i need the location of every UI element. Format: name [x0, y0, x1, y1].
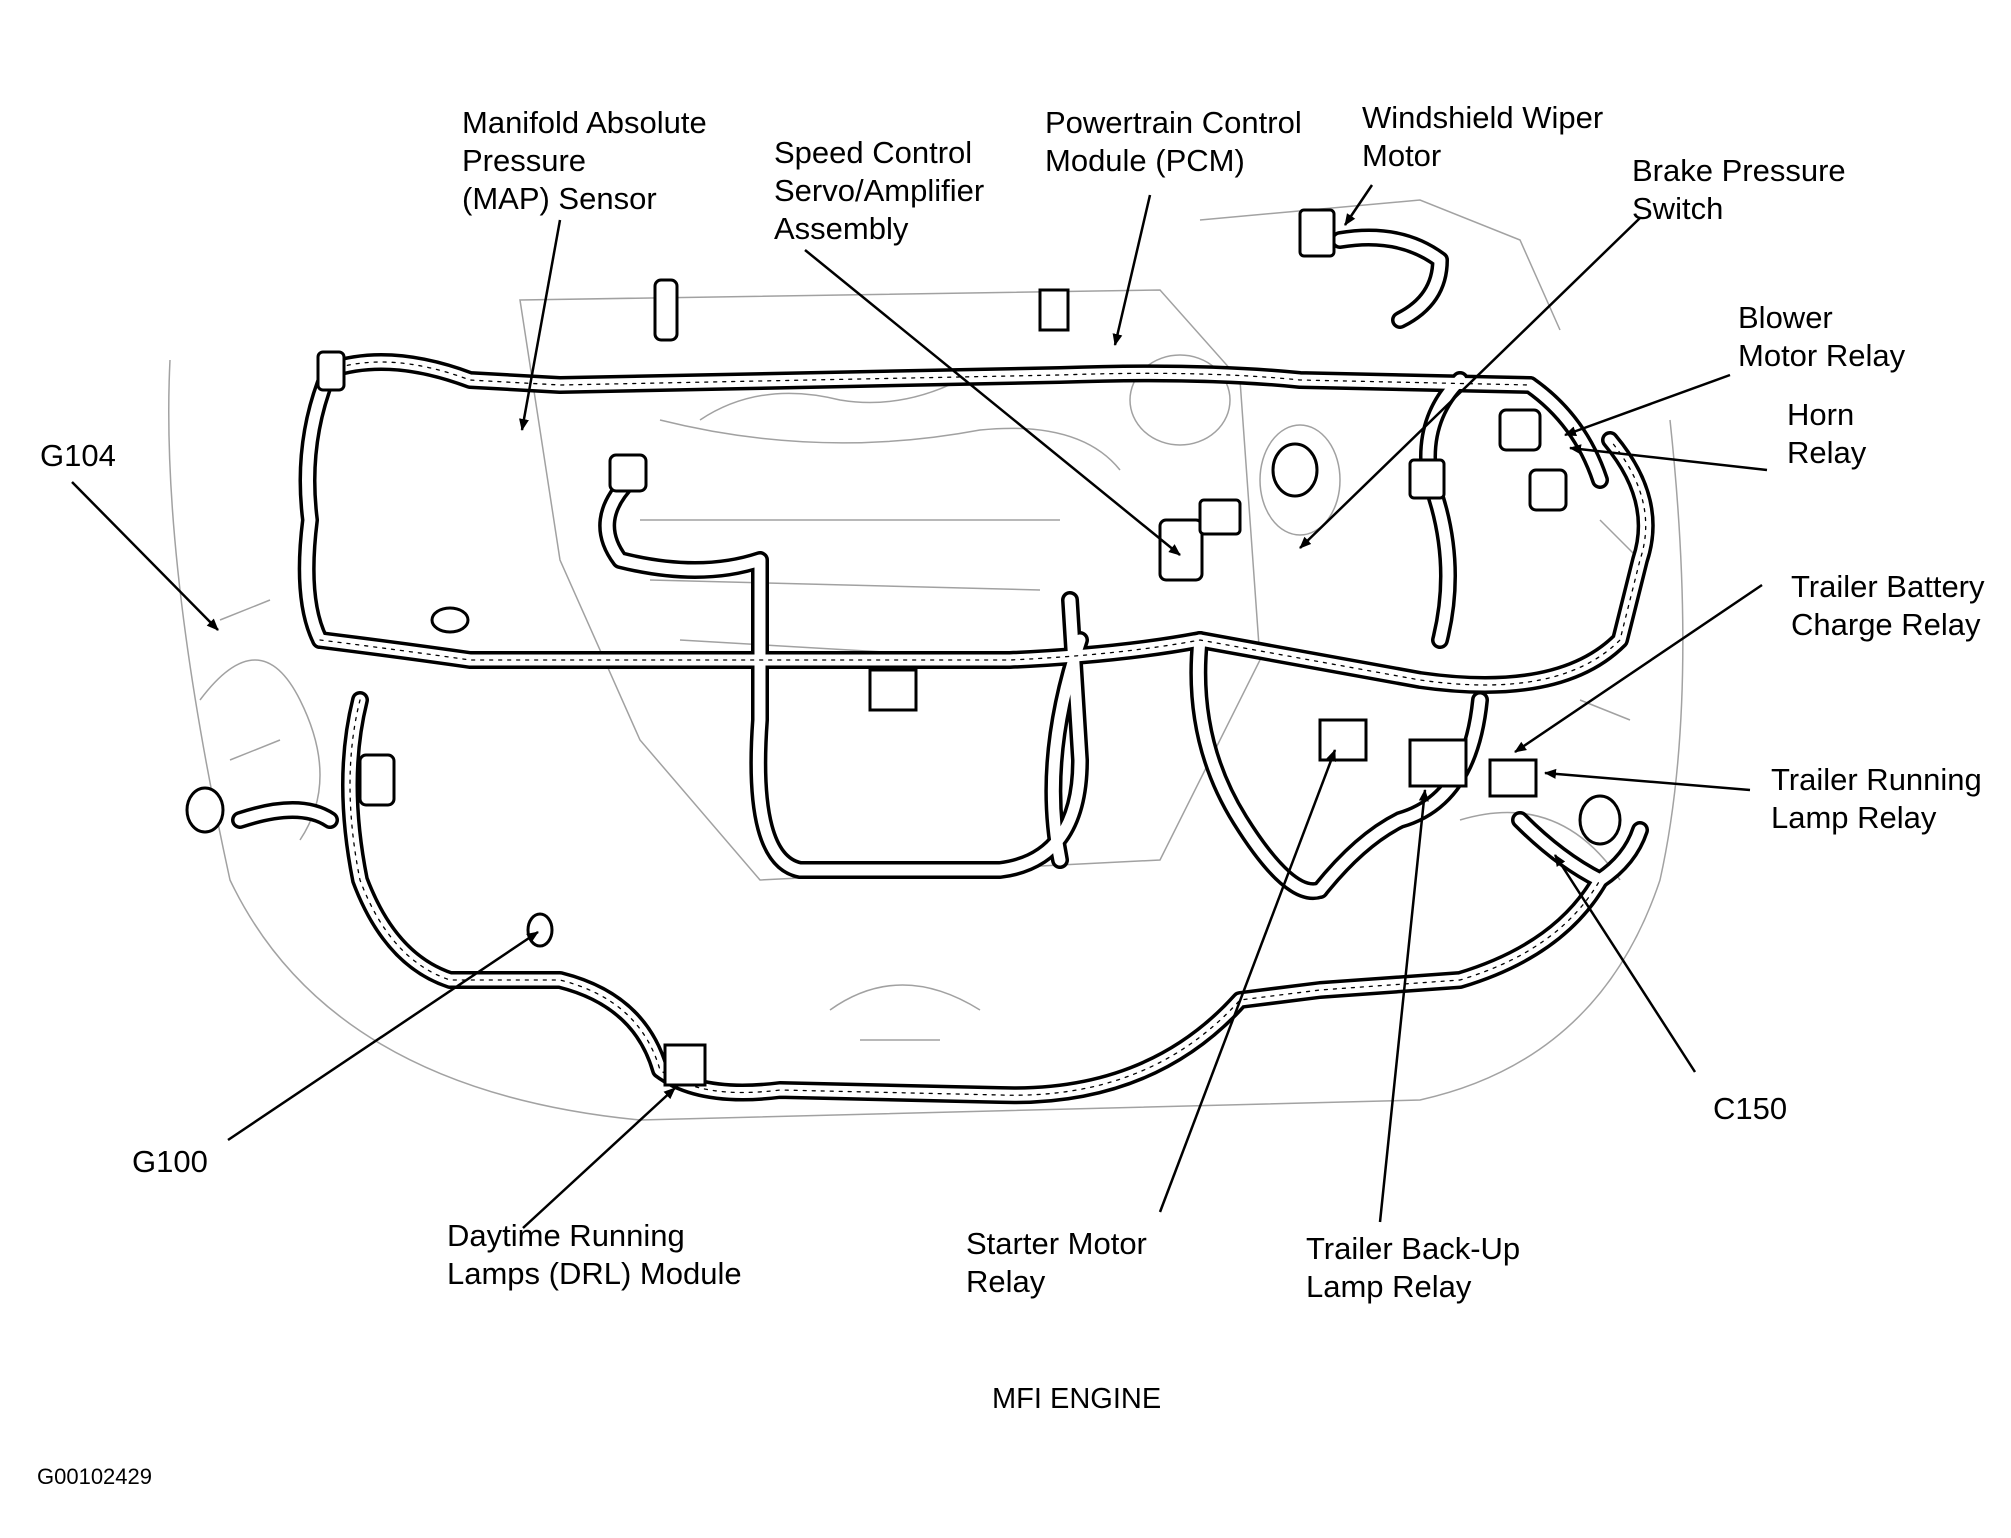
wiring-harness — [231, 228, 1655, 1105]
leader-lines — [71, 184, 1768, 1229]
label-map-sensor: Manifold Absolute Pressure (MAP) Sensor — [462, 105, 707, 216]
label-c150: C150 — [1713, 1091, 1788, 1126]
leader-pcm — [1112, 194, 1152, 346]
leader-trailer-backup — [1378, 789, 1429, 1223]
components — [185, 208, 1622, 1087]
label-pcm: Powertrain Control Module (PCM) — [1045, 105, 1302, 178]
engine-compartment-sketch — [168, 199, 1684, 1121]
leader-horn-relay — [1569, 444, 1768, 472]
leader-g100 — [227, 930, 539, 1142]
leader-trailer-battery — [1514, 583, 1763, 754]
leader-c150 — [1553, 854, 1697, 1073]
leader-blower-relay — [1564, 373, 1731, 437]
leader-g104 — [71, 481, 219, 631]
leader-drl-module — [522, 1087, 676, 1229]
label-speed-control: Speed Control Servo/Amplifier Assembly — [774, 135, 985, 246]
figure-caption: MFI ENGINE — [992, 1383, 1162, 1415]
leader-brake-pressure — [1299, 217, 1641, 549]
label-blower-relay: Blower Motor Relay — [1738, 300, 1906, 373]
leader-speed-control — [804, 249, 1181, 556]
leader-map-sensor — [519, 219, 562, 431]
figure-code: G00102429 — [37, 1464, 152, 1489]
leader-trailer-running — [1544, 768, 1751, 792]
label-g104: G104 — [40, 438, 116, 473]
leader-wiper-motor — [1343, 184, 1374, 226]
label-g100: G100 — [132, 1144, 208, 1179]
label-horn-relay: Horn Relay — [1787, 397, 1867, 470]
label-trailer-battery: Trailer Battery Charge Relay — [1791, 569, 1985, 642]
label-drl-module: Daytime Running Lamps (DRL) Module — [447, 1218, 742, 1291]
label-trailer-backup: Trailer Back-Up Lamp Relay — [1306, 1231, 1521, 1304]
label-wiper-motor: Windshield Wiper Motor — [1362, 100, 1604, 173]
label-brake-pressure: Brake Pressure Switch — [1632, 153, 1846, 226]
label-starter-relay: Starter Motor Relay — [966, 1226, 1147, 1299]
leader-starter-relay — [1158, 749, 1337, 1213]
label-trailer-running: Trailer Running Lamp Relay — [1771, 762, 1982, 835]
